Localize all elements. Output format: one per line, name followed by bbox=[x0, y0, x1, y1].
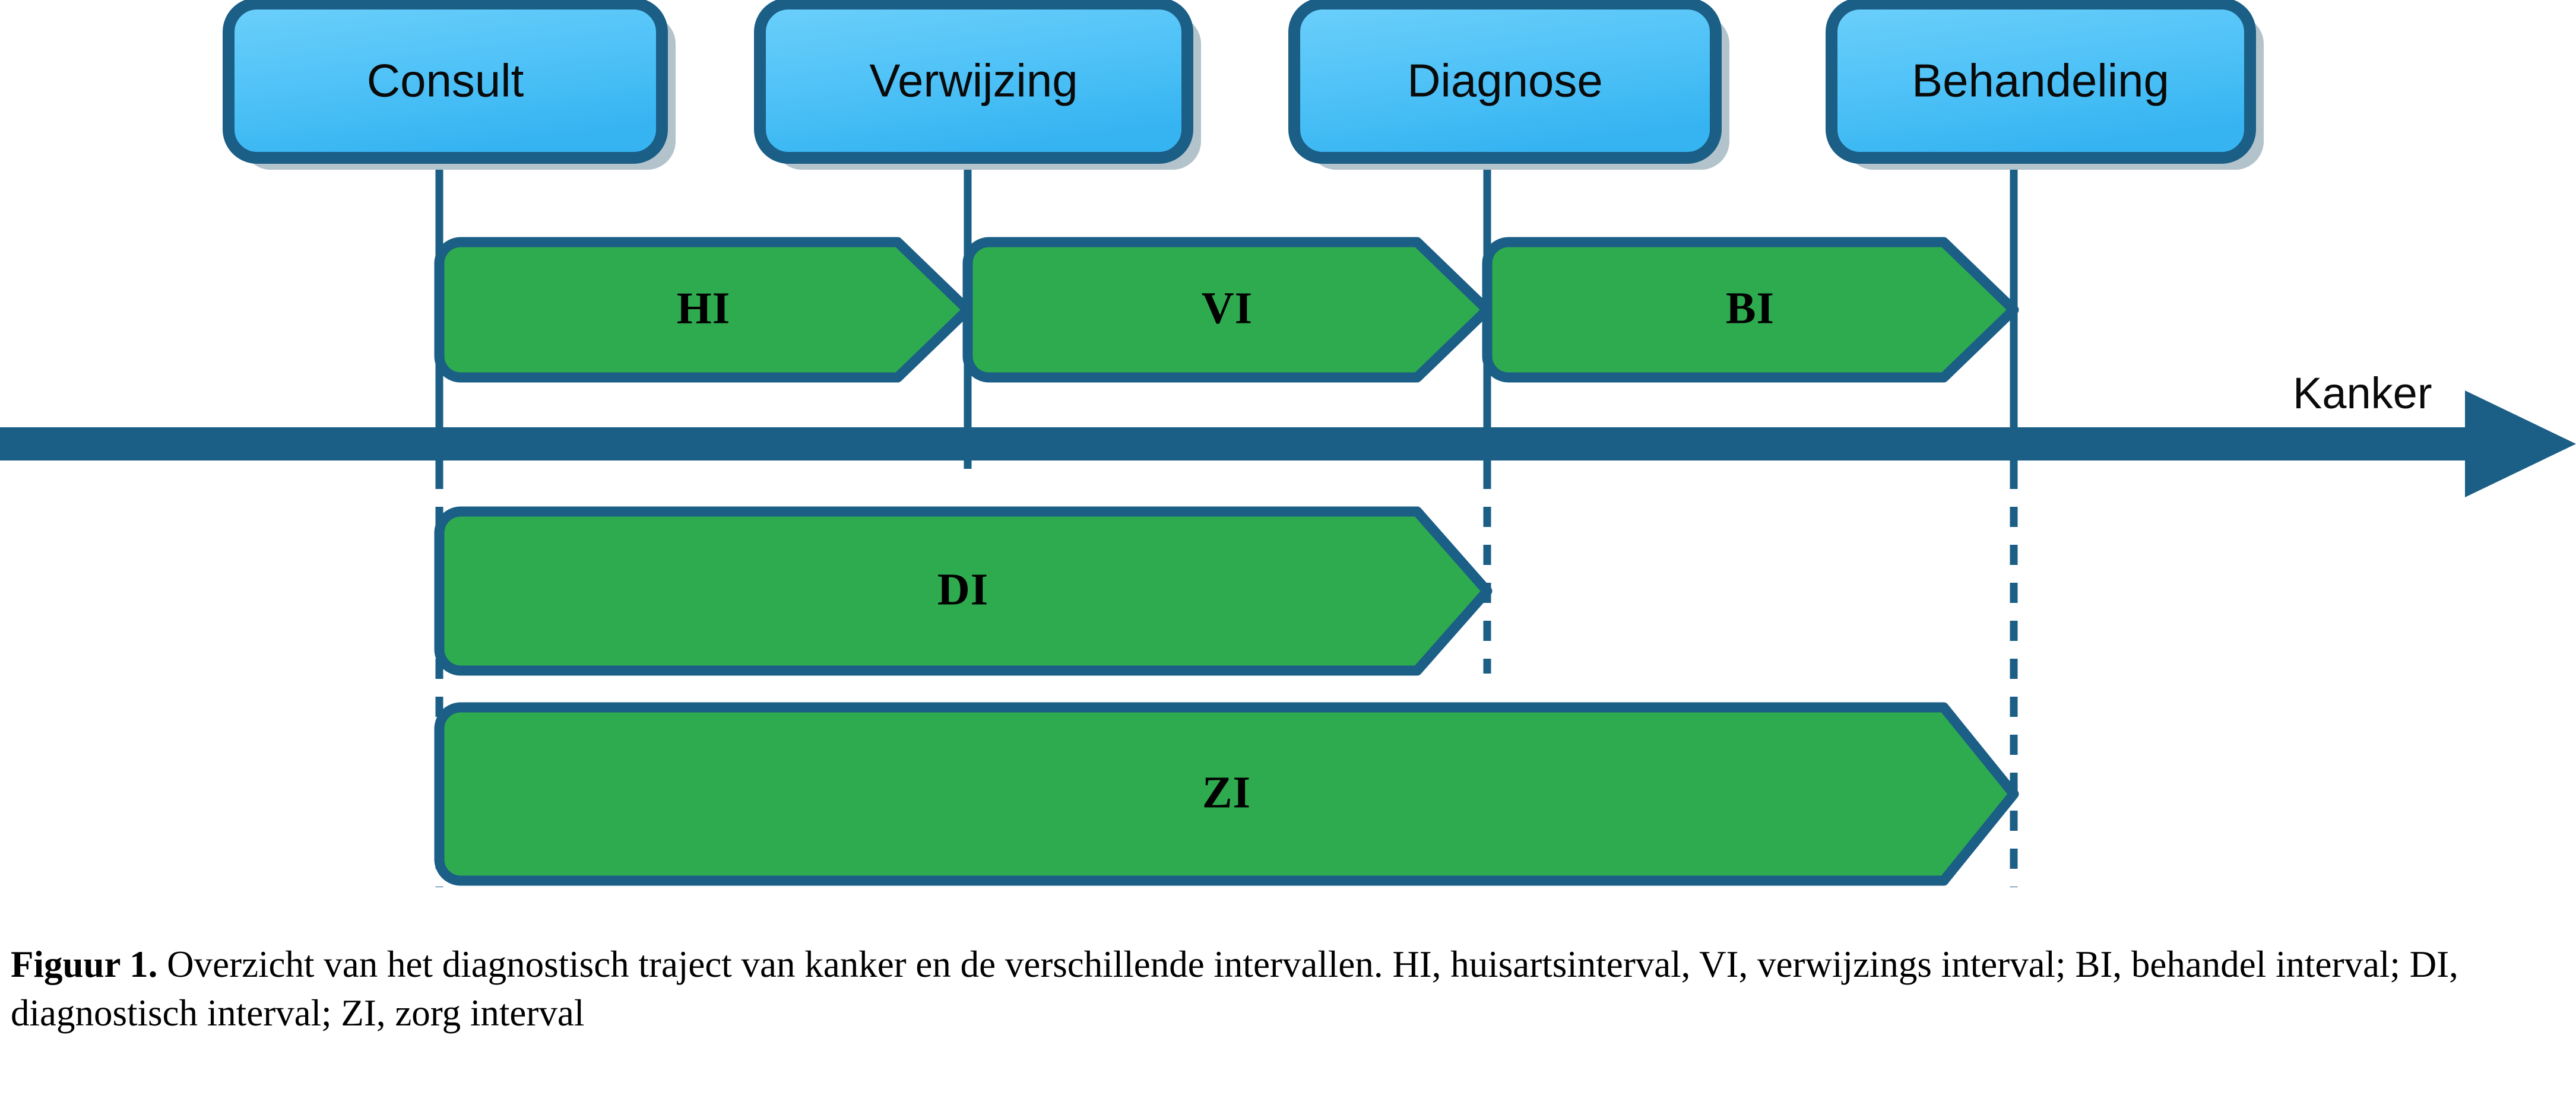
stage-box-consult-label: Consult bbox=[367, 55, 524, 107]
stage-box-behandeling[interactable]: Behandeling bbox=[1826, 0, 2264, 170]
stage-box-diagnose-label: Diagnose bbox=[1407, 55, 1603, 107]
stage-box-consult[interactable]: Consult bbox=[223, 0, 676, 170]
timeline-axis-label: Kanker bbox=[2293, 369, 2432, 418]
interval-zi-shape[interactable] bbox=[434, 702, 2019, 886]
interval-bi[interactable]: BI bbox=[1482, 237, 2019, 383]
timeline-axis: Kanker bbox=[0, 369, 2576, 497]
figure-caption-body: Overzicht van het diagnostisch traject v… bbox=[11, 944, 2458, 1034]
interval-bi-shape[interactable] bbox=[1482, 237, 2019, 383]
interval-zi[interactable]: ZI bbox=[434, 702, 2019, 886]
stage-box-verwijzing[interactable]: Verwijzing bbox=[754, 0, 1201, 170]
interval-hi[interactable]: HI bbox=[434, 237, 973, 383]
interval-di-shape[interactable] bbox=[434, 506, 1493, 676]
figure-caption-lead: Figuur 1. bbox=[11, 944, 158, 985]
interval-vi[interactable]: VI bbox=[962, 237, 1493, 383]
interval-hi-shape[interactable] bbox=[434, 237, 973, 383]
interval-zi-label: ZI bbox=[1202, 767, 1251, 817]
stage-box-diagnose-body[interactable] bbox=[1288, 0, 1722, 164]
stage-box-verwijzing-body[interactable] bbox=[754, 0, 1193, 164]
interval-di[interactable]: DI bbox=[434, 506, 1493, 676]
stage-box-consult-body[interactable] bbox=[223, 0, 668, 164]
figure-caption: Figuur 1. Overzicht van het diagnostisch… bbox=[11, 941, 2564, 1038]
interval-vi-label: VI bbox=[1202, 283, 1253, 333]
stage-box-verwijzing-label: Verwijzing bbox=[869, 55, 1078, 107]
interval-vi-shape[interactable] bbox=[962, 237, 1493, 383]
stage-box-behandeling-body[interactable] bbox=[1826, 0, 2256, 164]
interval-hi-label: HI bbox=[677, 283, 731, 333]
stage-box-diagnose[interactable]: Diagnose bbox=[1288, 0, 1729, 170]
diagnostic-pathway-diagram: HI VI BI Kanker DI ZI Consult bbox=[0, 0, 2576, 887]
interval-di-label: DI bbox=[937, 564, 988, 614]
timeline-axis-arrow bbox=[0, 390, 2576, 497]
interval-bi-label: BI bbox=[1726, 283, 1775, 333]
stage-box-behandeling-label: Behandeling bbox=[1912, 55, 2169, 107]
